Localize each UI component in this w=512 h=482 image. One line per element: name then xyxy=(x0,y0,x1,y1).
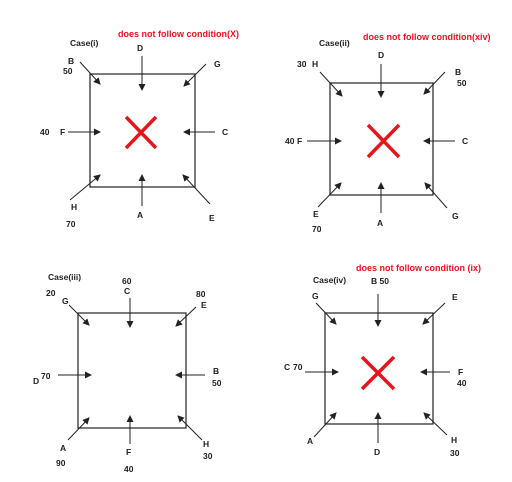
case-3-arrow-a xyxy=(67,417,90,441)
case-3-label-a: A xyxy=(60,443,66,453)
case-2-label-a: A xyxy=(377,218,383,228)
case-3-square xyxy=(77,312,187,429)
case-1-label-c: C xyxy=(222,127,228,137)
case-4-value-c: 70 xyxy=(293,362,303,372)
case-4-arrow-g xyxy=(315,302,337,325)
case-3-value-c: 60 xyxy=(122,276,132,286)
case-3-label-h: H xyxy=(203,439,209,449)
case-1-title: Case(i) xyxy=(70,38,99,48)
case-2-value-h: 30 xyxy=(297,59,307,69)
case-1-label-d: D xyxy=(137,43,143,53)
case-3-title: Case(iii) xyxy=(48,272,81,282)
case-4-label-f: F xyxy=(458,367,463,377)
case-1-value-b: 50 xyxy=(63,66,73,76)
case-2-label-e: E xyxy=(313,209,319,219)
case-2-label-h: H xyxy=(312,59,318,69)
case-3-label-f: F xyxy=(126,447,131,457)
case-3-value-e: 80 xyxy=(196,289,206,299)
case-1-label-f: F xyxy=(60,127,65,137)
case-4-label-a: A xyxy=(307,436,313,446)
case-2-arrow-h xyxy=(319,71,343,97)
case-1-arrow-e xyxy=(182,174,211,205)
case-3-arrow-e xyxy=(175,306,197,327)
case-4-label-g: G xyxy=(312,291,319,301)
case-2-panel: Case(ii) does not follow condition(xiv) … xyxy=(285,32,491,234)
case-2-arrow-b xyxy=(423,71,446,95)
case-3-label-b: B xyxy=(213,366,219,376)
case-4-cross-stroke-2 xyxy=(360,355,396,391)
case-3-value-f: 40 xyxy=(124,464,134,474)
case-3-arrow-g xyxy=(68,304,90,326)
case-2-label-c: C xyxy=(462,136,468,146)
case-1-label-h: H xyxy=(71,202,77,212)
case-4-label-b: B 50 xyxy=(371,276,389,286)
case-3-label-g: G xyxy=(62,296,69,306)
case-4-square xyxy=(324,312,434,425)
case-1-cross-stroke-2 xyxy=(124,115,158,150)
case-2-value-e: 70 xyxy=(312,224,322,234)
case-2-label-d: D xyxy=(378,50,384,60)
case-2-note: does not follow condition(xiv) xyxy=(363,32,491,42)
case-4-title: Case(iv) xyxy=(313,275,346,285)
case-1-label-b: B xyxy=(68,56,74,66)
case-1-label-e: E xyxy=(209,213,215,223)
case-1-arrow-g xyxy=(183,63,207,87)
case-4-label-c: C xyxy=(284,362,290,372)
case-3-arrow-h xyxy=(177,415,203,441)
case-2-value-b: 50 xyxy=(457,78,467,88)
case-4-note: does not follow condition (ix) xyxy=(356,263,481,273)
case-4-label-e: E xyxy=(452,292,458,302)
case-4-arrow-e xyxy=(422,302,446,325)
case-3-value-d: 70 xyxy=(41,371,51,381)
case-3-label-e: E xyxy=(201,300,207,310)
case-2-value-f: 40 xyxy=(285,136,295,146)
case-3-value-h: 30 xyxy=(203,451,213,461)
case-3-label-d: D xyxy=(33,376,39,386)
case-1-panel: Case(i) does not follow condition(X) D B… xyxy=(40,29,239,229)
case-3-panel: Case(iii) 60 C 20 G 80 E D 70 B 50 A 90 … xyxy=(33,272,222,474)
case-2-arrow-e xyxy=(317,182,342,208)
case-4-value-f: 40 xyxy=(457,378,467,388)
case-2-arrow-g xyxy=(424,182,448,209)
case-1-value-f: 40 xyxy=(40,127,50,137)
case-4-arrow-h xyxy=(423,412,448,436)
case-2-title: Case(ii) xyxy=(319,38,350,48)
case-3-value-a: 90 xyxy=(56,458,66,468)
case-3-value-g: 20 xyxy=(46,288,56,298)
case-1-arrow-b xyxy=(79,61,101,85)
case-4-label-h: H xyxy=(451,435,457,445)
case-4-label-d: D xyxy=(374,447,380,457)
case-1-value-h: 70 xyxy=(66,219,76,229)
case-2-label-b: B xyxy=(455,67,461,77)
case-4-arrow-a xyxy=(313,412,337,438)
case-4-value-h: 30 xyxy=(450,448,460,458)
case-1-label-a: A xyxy=(137,210,143,220)
case-3-label-c: C xyxy=(124,286,130,296)
case-1-arrow-h xyxy=(69,174,101,201)
case-2-label-g: G xyxy=(452,211,459,221)
case-1-note: does not follow condition(X) xyxy=(118,29,239,39)
case-3-value-b: 50 xyxy=(212,378,222,388)
case-2-label-f: F xyxy=(297,136,302,146)
case-2-cross-stroke-2 xyxy=(366,123,401,159)
case-4-panel: Case(iv) does not follow condition (ix) … xyxy=(284,263,481,458)
case-1-label-g: G xyxy=(214,59,221,69)
